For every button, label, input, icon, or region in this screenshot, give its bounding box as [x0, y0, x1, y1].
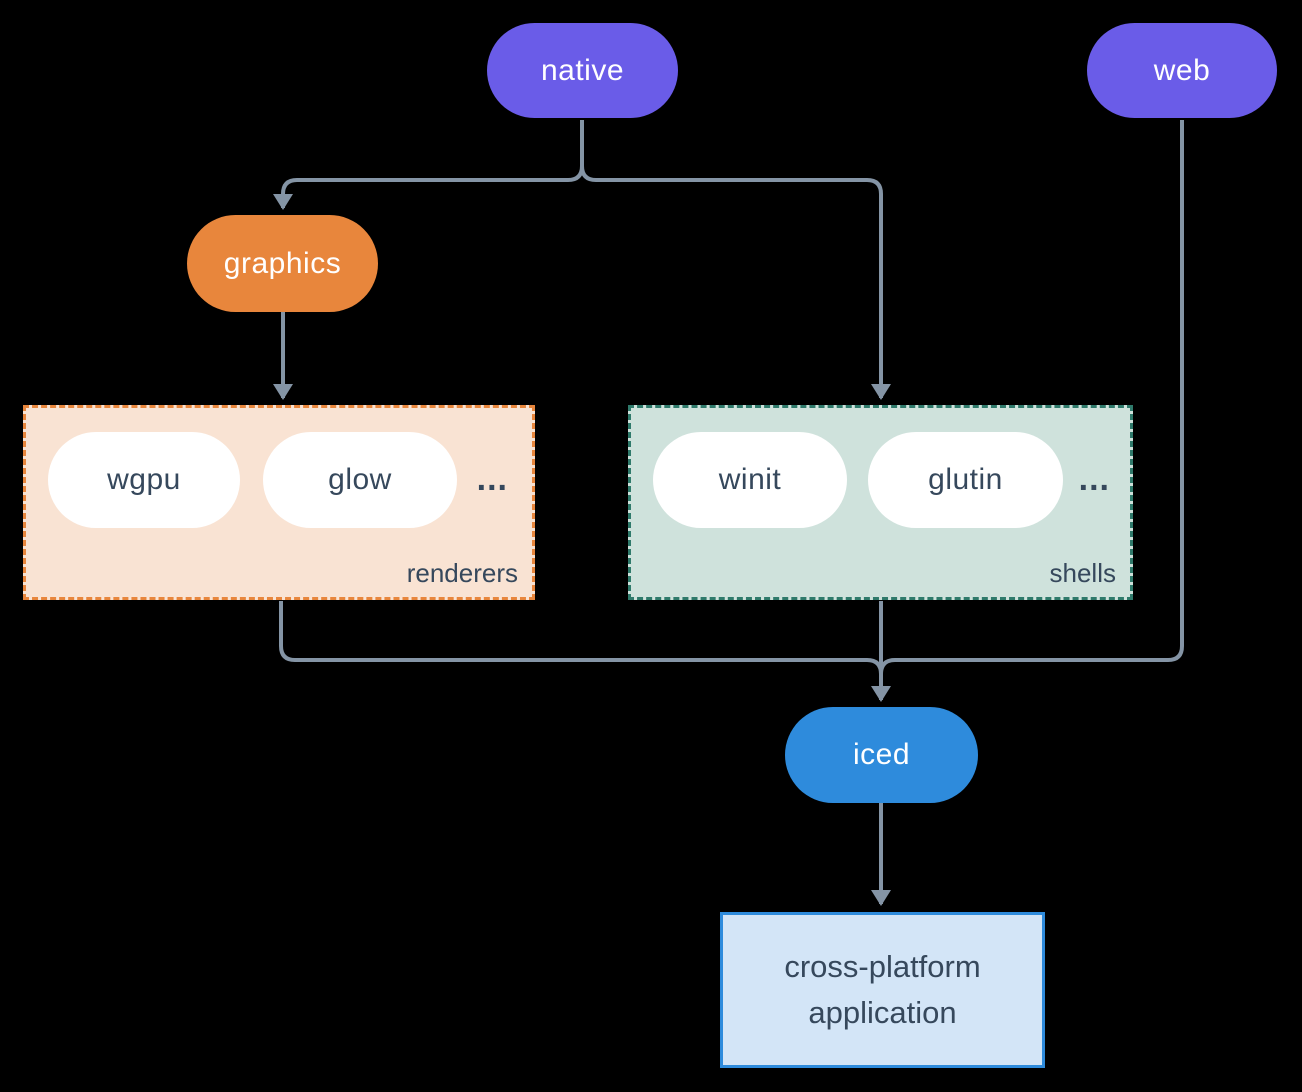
node-cross-platform-application: cross-platform application — [720, 912, 1045, 1068]
node-iced-label: iced — [852, 738, 911, 771]
group-shells-label: shells — [1049, 558, 1116, 588]
renderers-ellipsis: ... — [476, 460, 508, 498]
node-wgpu-label: wgpu — [107, 463, 181, 496]
node-winit-label: winit — [718, 463, 782, 496]
node-web: web — [1087, 23, 1277, 118]
application-label-line2: application — [808, 995, 957, 1030]
node-wgpu: wgpu — [48, 432, 240, 528]
edge-renderers-to-junction — [279, 601, 883, 675]
edge-native-to-shells — [580, 120, 891, 400]
node-web-label: web — [1153, 53, 1211, 87]
node-winit: winit — [653, 432, 847, 528]
node-graphics: graphics — [187, 215, 378, 312]
node-glow-label: glow — [328, 463, 392, 496]
node-graphics-label: graphics — [223, 246, 342, 280]
node-glutin-label: glutin — [928, 463, 1003, 496]
node-iced: iced — [785, 707, 978, 803]
shells-ellipsis: ... — [1078, 460, 1110, 498]
node-glow: glow — [263, 432, 457, 528]
application-label-line1: cross-platform — [784, 948, 981, 984]
node-glutin: glutin — [868, 432, 1063, 528]
node-native: native — [487, 23, 678, 118]
node-native-label: native — [540, 53, 625, 87]
group-renderers-label: renderers — [406, 558, 518, 588]
edge-native-to-graphics — [273, 120, 584, 210]
